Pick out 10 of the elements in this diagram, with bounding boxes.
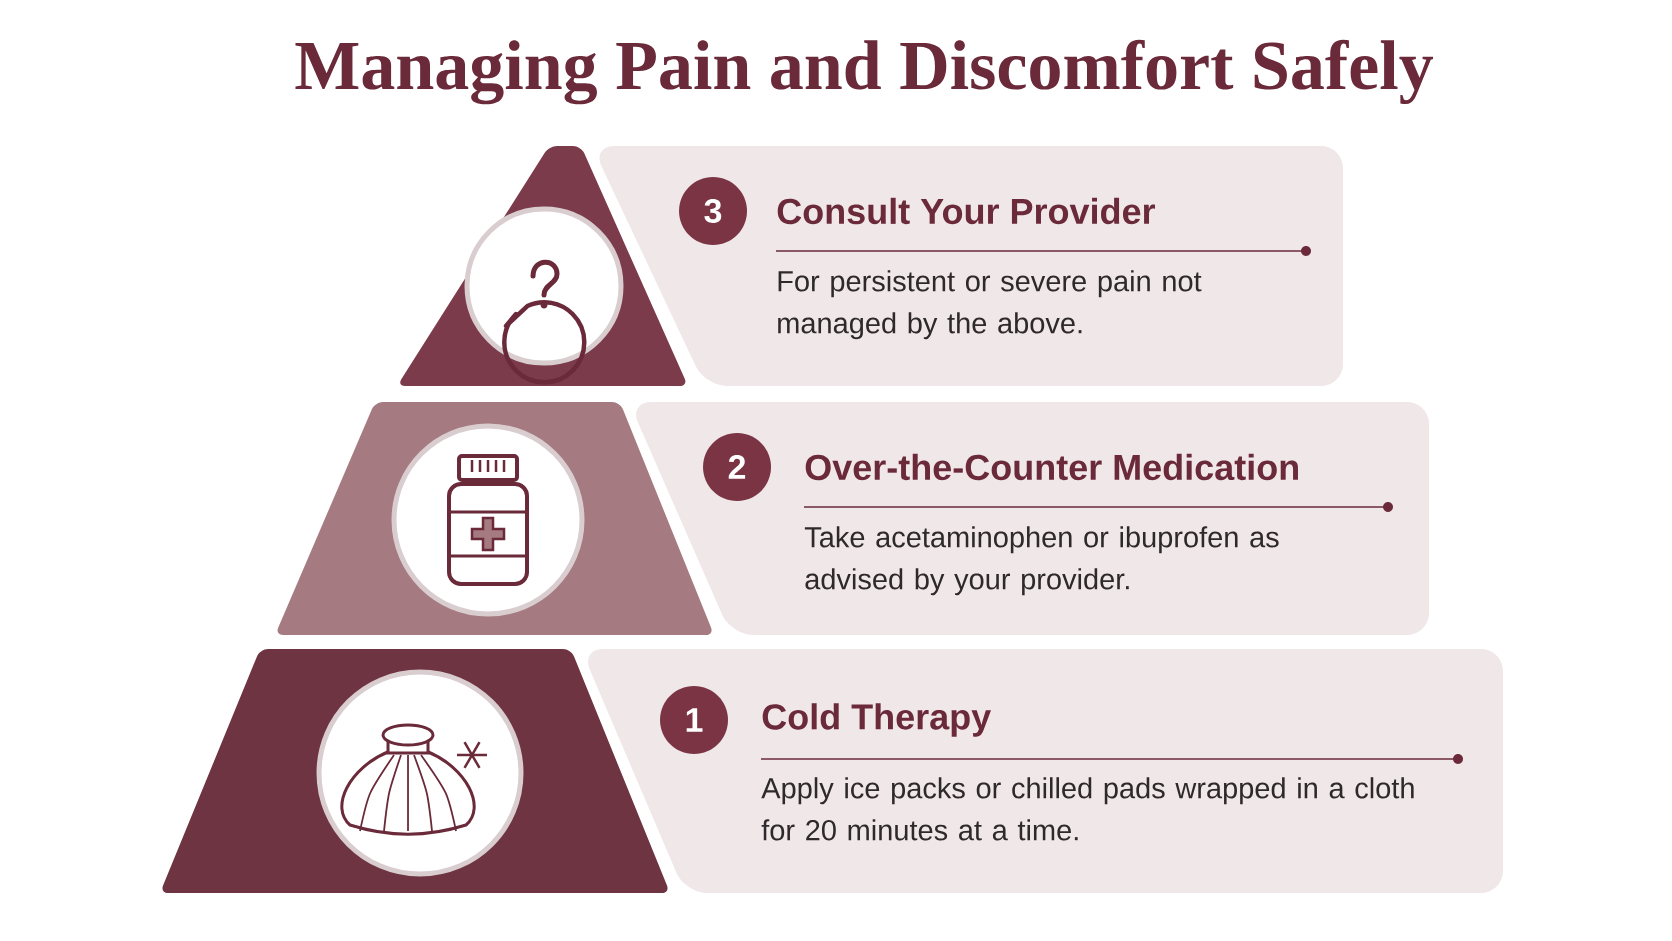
step-heading: Cold Therapy [762,703,991,737]
body-text: Take acetaminophen or ibuprofen as advised by your provider. [804,526,1279,596]
title: Managing Pain and Discomfort Safely [295,39,1434,105]
body-text: For persistent or severe pain not managed by the above. [778,270,1202,340]
number-badge: 2 [703,433,771,501]
step-heading: Consult Your Provider [777,197,1156,225]
number-badge: 1 [660,686,728,754]
body-text: Apply ice packs or chilled pads wrapped in a cloth for 20 minutes at a time. [761,777,1414,841]
number-badge: 3 [679,177,747,245]
step-heading: Over-the-Counter Medication [805,453,1298,481]
